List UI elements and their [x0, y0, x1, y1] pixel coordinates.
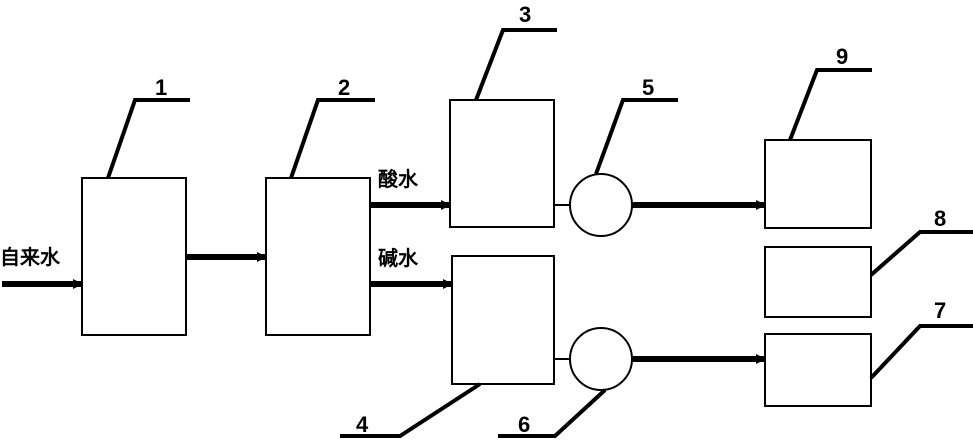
- leader-9: [788, 68, 872, 141]
- unit-2-box: [265, 177, 371, 336]
- unit-6-circle: [569, 327, 633, 391]
- leader-4: [340, 382, 482, 438]
- leader-3: [474, 28, 557, 101]
- label-unit-5: 5: [642, 75, 654, 100]
- leader-5: [594, 98, 678, 175]
- unit-3-box: [449, 99, 555, 228]
- label-inlet: 自来水: [0, 245, 61, 269]
- unit-4-box: [451, 255, 555, 385]
- unit-9-box: [764, 139, 872, 229]
- leader-7: [869, 324, 973, 380]
- leader-8: [869, 230, 973, 277]
- leader-2: [289, 98, 375, 179]
- leader-1: [106, 98, 190, 179]
- unit-8-box: [764, 246, 872, 318]
- label-acid-water: 酸水: [378, 167, 419, 191]
- label-unit-3: 3: [519, 2, 531, 27]
- label-unit-2: 2: [338, 75, 350, 100]
- label-unit-6: 6: [518, 412, 530, 437]
- label-alkaline-water: 碱水: [378, 246, 419, 270]
- unit-7-box: [764, 333, 872, 407]
- unit-5-circle: [569, 173, 633, 237]
- unit-1-box: [81, 177, 187, 336]
- label-unit-8: 8: [934, 206, 946, 231]
- label-unit-7: 7: [934, 298, 946, 323]
- label-unit-4: 4: [356, 412, 369, 437]
- label-unit-9: 9: [836, 44, 848, 69]
- label-unit-1: 1: [155, 75, 167, 100]
- leader-6: [498, 388, 607, 438]
